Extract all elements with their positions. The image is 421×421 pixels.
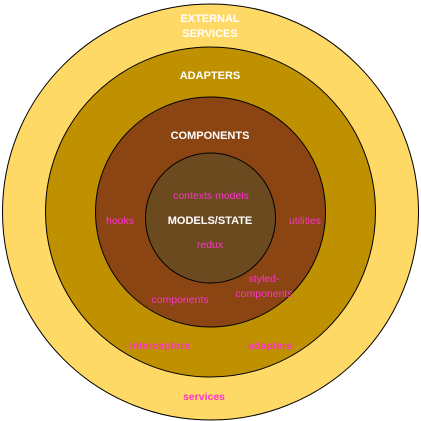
ring-core-models-state bbox=[145, 152, 276, 284]
external-services-title-line1: EXTERNAL bbox=[180, 13, 240, 25]
label-redux: redux bbox=[197, 239, 224, 251]
components-title: COMPONENTS bbox=[171, 130, 250, 142]
label-utilities: utilities bbox=[289, 215, 321, 227]
label-components: components bbox=[151, 294, 208, 306]
label-styled-components-line1: styled- bbox=[249, 273, 280, 285]
label-contexts-models: contexts models bbox=[173, 190, 249, 202]
models-state-title: MODELS/STATE bbox=[168, 215, 253, 227]
external-services-title-line2: SERVICES bbox=[182, 28, 237, 40]
label-hooks: hooks bbox=[106, 215, 134, 227]
label-interceptors: interceptors bbox=[130, 340, 191, 352]
adapters-title: ADAPTERS bbox=[180, 70, 241, 82]
label-adapters: adapters bbox=[248, 340, 292, 352]
label-styled-components-line2: components bbox=[235, 288, 292, 300]
label-services: services bbox=[183, 391, 225, 403]
